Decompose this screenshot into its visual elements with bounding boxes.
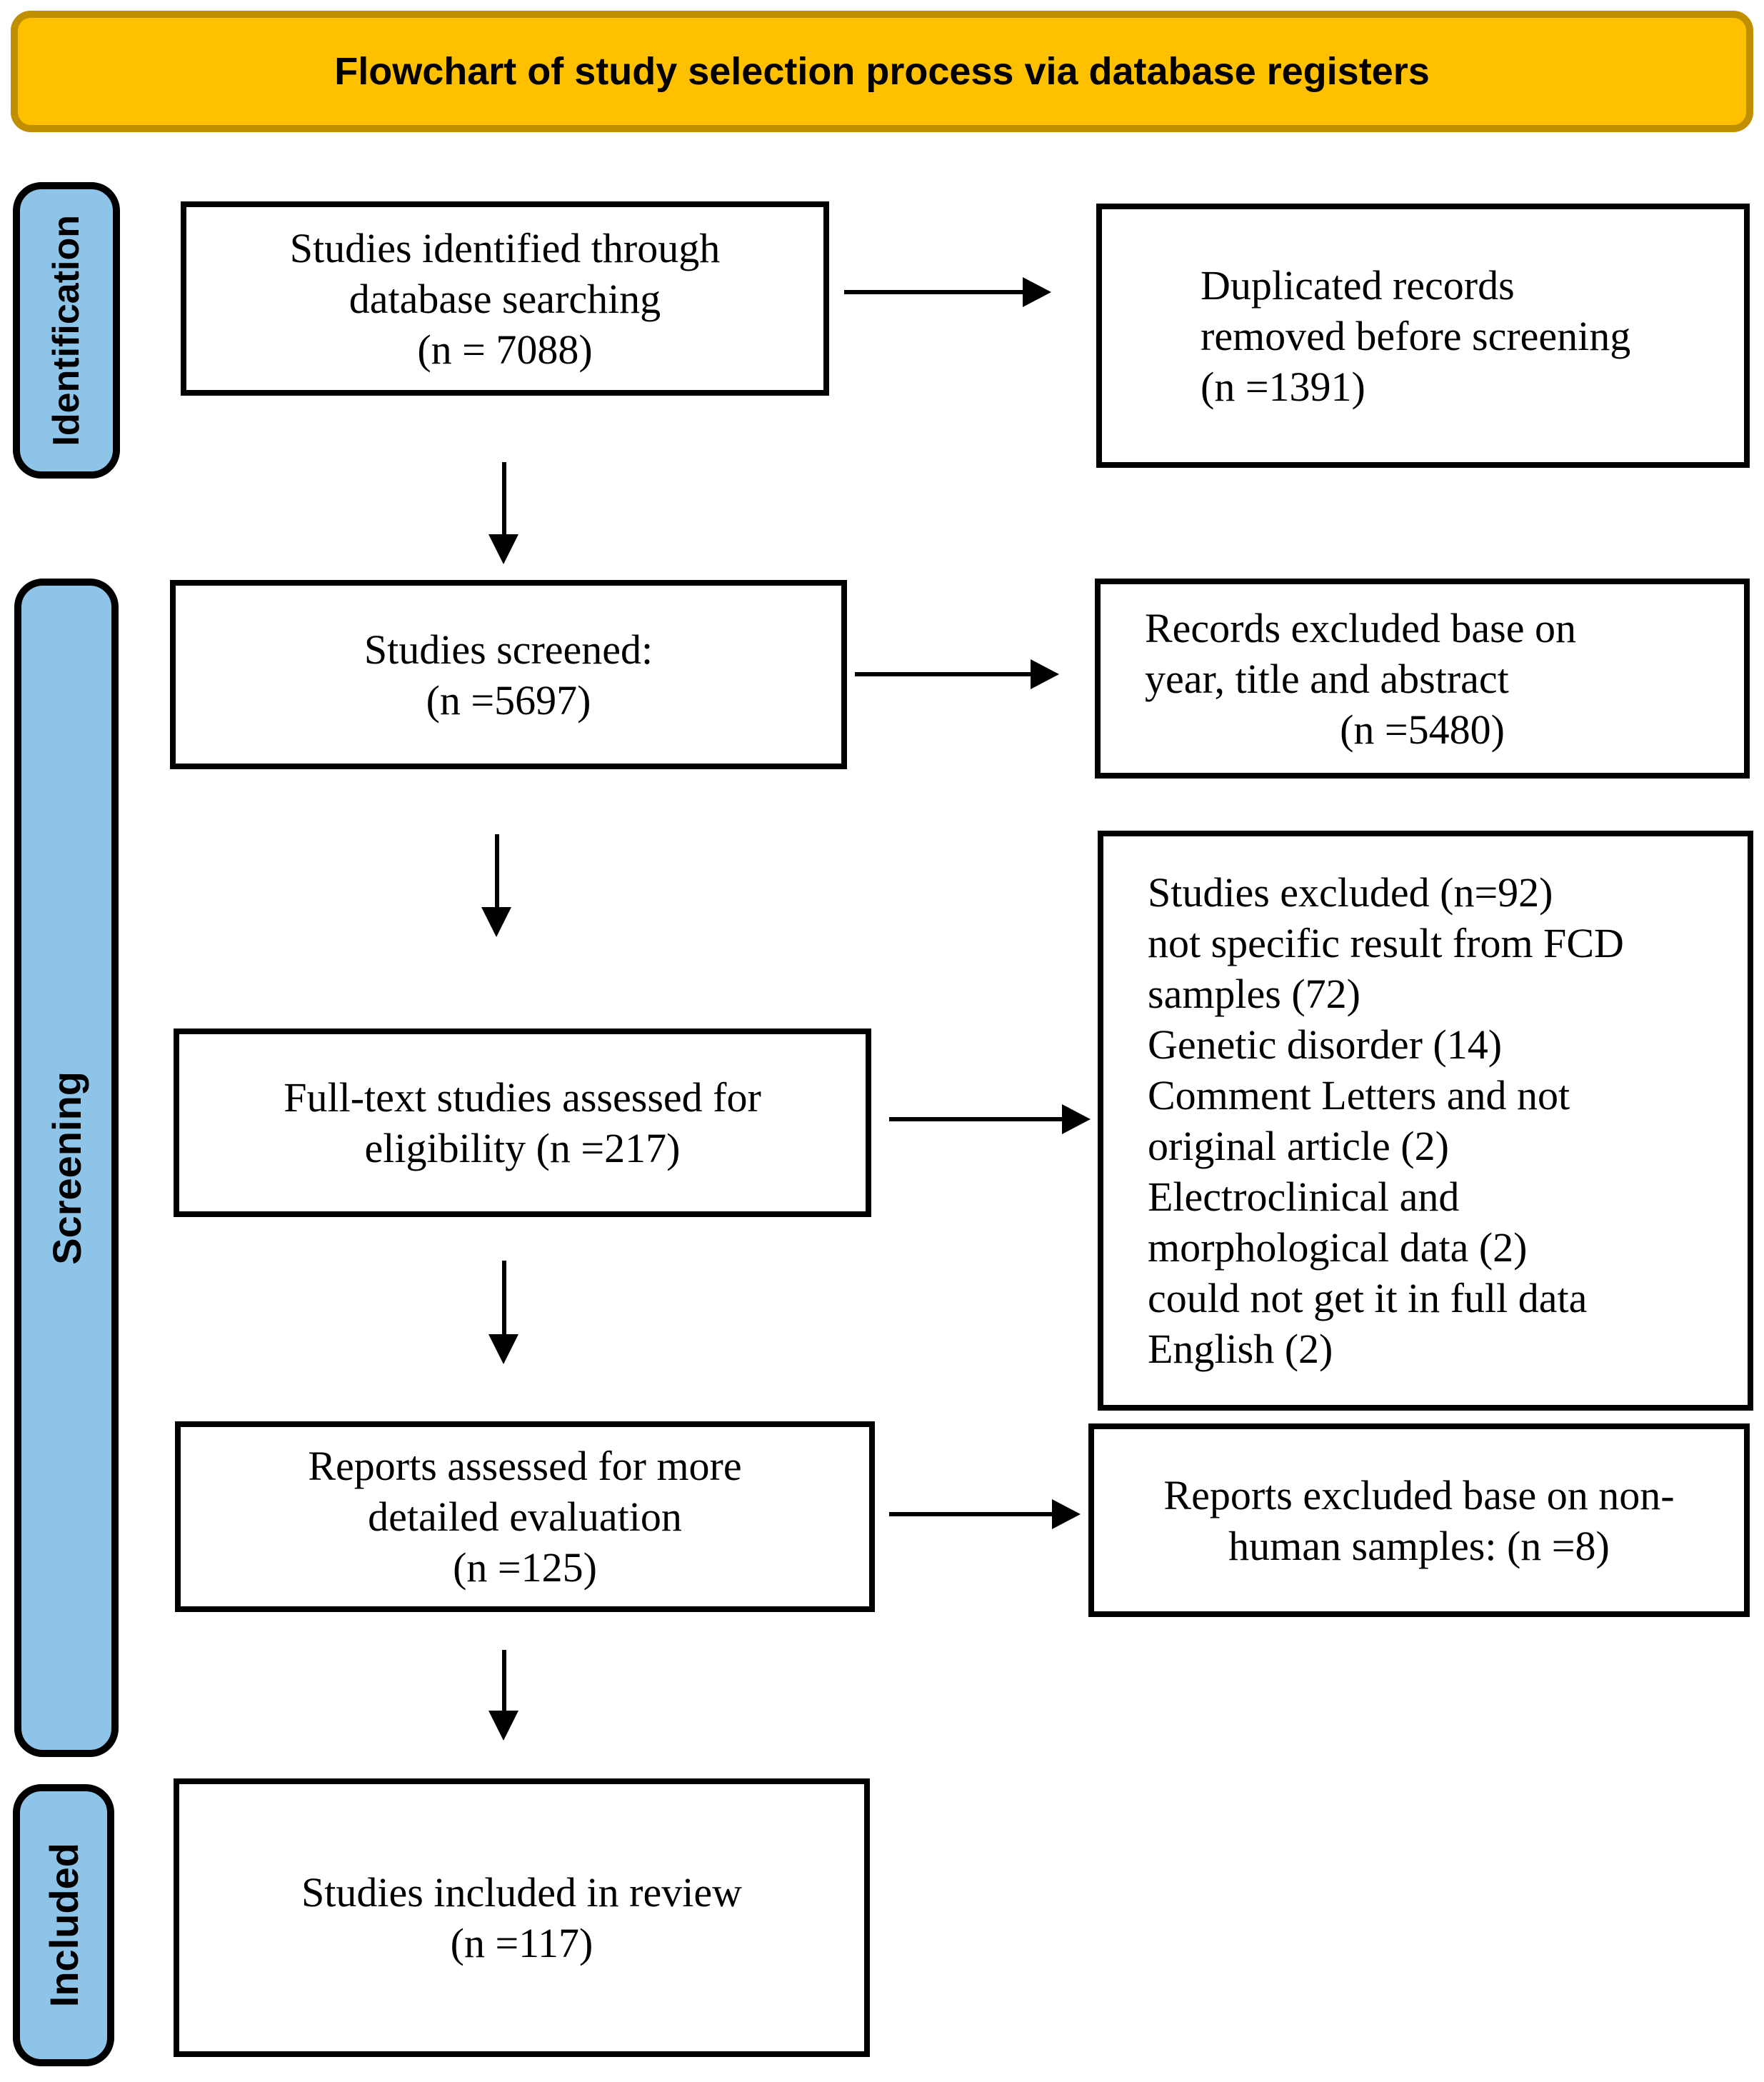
text-line: English (2) (1148, 1326, 1333, 1372)
arrow-screened-to-fulltext (495, 834, 499, 907)
box-studies-excluded: Studies excluded (n=92) not specific res… (1098, 831, 1753, 1411)
box-records-excluded: Records excluded base on year, title and… (1095, 579, 1750, 779)
text-line: Studies identified through (289, 224, 721, 271)
arrow-reports-to-reports-excluded (889, 1512, 1052, 1516)
text-line: (n =125) (453, 1544, 597, 1591)
arrowhead-down-icon (488, 534, 518, 564)
text-line: (n =5697) (426, 676, 591, 724)
stage-label-included: Included (13, 1784, 114, 2066)
stage-label-screening: Screening (14, 579, 119, 1757)
text-line: Studies excluded (n=92) (1148, 869, 1553, 916)
text-line: year, title and abstract (1145, 655, 1509, 702)
text-line: (n =5480) (1340, 706, 1505, 753)
text-line: Electroclinical and (1148, 1173, 1460, 1220)
text-line: (n =1391) (1201, 363, 1365, 410)
text-line: Full-text studies assessed for (284, 1074, 761, 1121)
text-line: Studies screened: (364, 626, 653, 673)
text-line: Duplicated records (1201, 261, 1515, 309)
text-line: morphological data (2) (1148, 1224, 1528, 1271)
arrow-screened-to-records-excluded (855, 672, 1031, 676)
text-line: eligibility (n =217) (364, 1125, 681, 1171)
text-line: Reports assessed for more (308, 1443, 742, 1489)
text-line: (n = 7088) (417, 326, 593, 373)
arrow-identified-to-duplicates (844, 290, 1023, 294)
text-line: Genetic disorder (14) (1148, 1021, 1503, 1068)
arrow-fulltext-to-studies-excluded (889, 1117, 1062, 1121)
text-line: Studies included in review (301, 1869, 742, 1916)
box-duplicates-removed: Duplicated records removed before screen… (1096, 204, 1750, 468)
title-banner: Flowchart of study selection process via… (11, 11, 1753, 132)
text-line: could not get it in full data (1148, 1275, 1588, 1321)
text-line: Records excluded base on (1145, 604, 1576, 651)
arrowhead-right-icon (1031, 659, 1059, 689)
text-line: original article (2) (1148, 1123, 1449, 1169)
arrowhead-right-icon (1062, 1104, 1091, 1134)
stage-label-identification: Identification (13, 182, 120, 479)
text-line: removed before screening (1201, 312, 1631, 359)
text-line: (n =117) (450, 1920, 593, 1966)
box-reports-assessed: Reports assessed for more detailed evalu… (175, 1421, 875, 1612)
arrowhead-down-icon (488, 1711, 518, 1741)
text-line: detailed evaluation (368, 1493, 682, 1540)
text-line: Comment Letters and not (1148, 1072, 1570, 1118)
box-reports-excluded: Reports excluded base on non- human samp… (1088, 1423, 1750, 1617)
text-line: samples (72) (1148, 971, 1360, 1017)
arrowhead-right-icon (1023, 277, 1051, 307)
page-title: Flowchart of study selection process via… (334, 50, 1430, 93)
text-line: not specific result from FCD (1148, 920, 1624, 966)
text-line: database searching (349, 275, 661, 322)
arrowhead-down-icon (481, 907, 511, 937)
box-studies-screened: Studies screened: (n =5697) (170, 580, 847, 769)
arrow-fulltext-to-reports (502, 1261, 506, 1334)
box-fulltext-assessed: Full-text studies assessed for eligibili… (174, 1029, 871, 1217)
arrow-reports-to-included (502, 1650, 506, 1711)
text-line: human samples: (n =8) (1228, 1522, 1610, 1569)
arrow-identified-to-screened (502, 462, 506, 534)
arrowhead-right-icon (1052, 1499, 1081, 1529)
text-line: Reports excluded base on non- (1163, 1471, 1675, 1518)
arrowhead-down-icon (488, 1334, 518, 1364)
box-studies-identified: Studies identified through database sear… (181, 201, 829, 396)
box-studies-included: Studies included in review (n =117) (174, 1778, 870, 2057)
